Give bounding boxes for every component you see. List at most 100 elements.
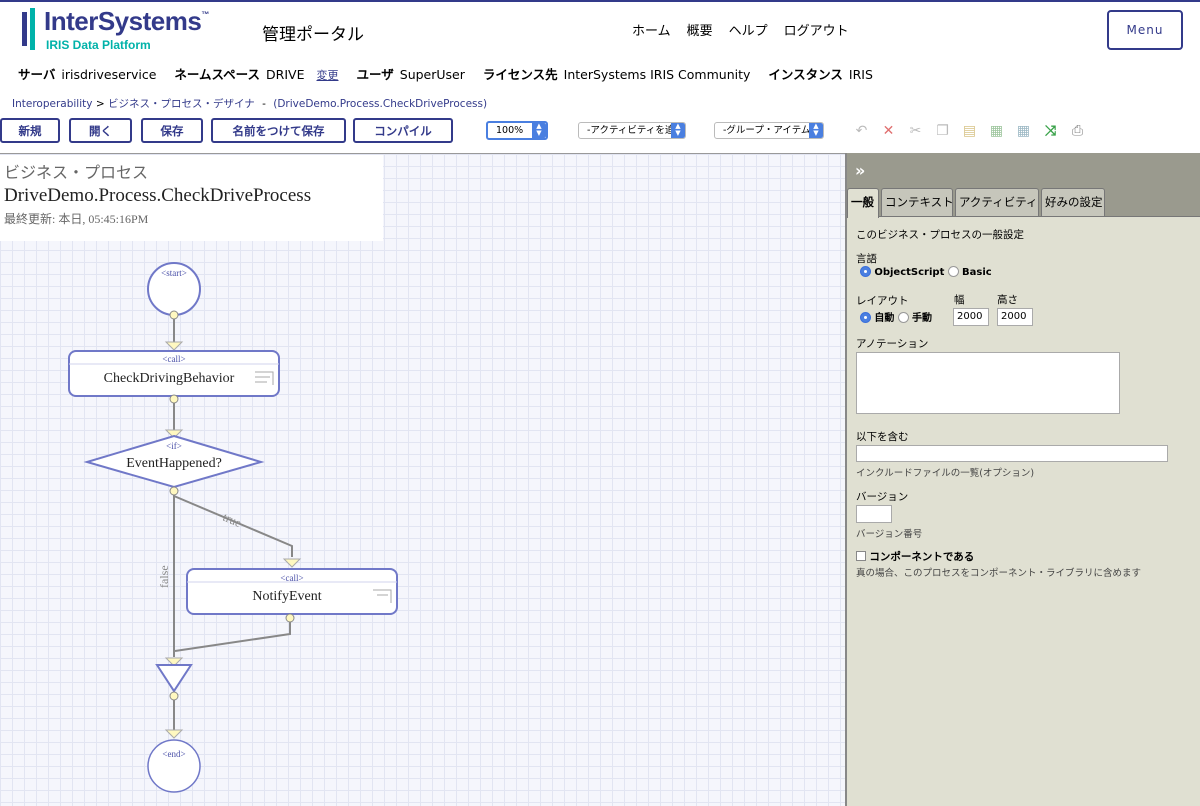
nav-home[interactable]: ホーム xyxy=(632,24,671,39)
print-icon[interactable]: ⎙ xyxy=(1071,122,1084,139)
nav-overview[interactable]: 概要 xyxy=(686,24,713,39)
start-node[interactable]: <start> xyxy=(147,262,201,316)
last-updated: 最終更新: 本日, 05:45:16PM xyxy=(4,212,149,226)
group-icon[interactable]: ▦ xyxy=(989,122,1004,139)
namespace-label: ネームスペース xyxy=(174,67,261,82)
compile-button[interactable]: コンパイル xyxy=(353,118,453,143)
process-info: ビジネス・プロセス DriveDemo.Process.CheckDrivePr… xyxy=(0,155,383,241)
includes-hint: インクルードファイルの一覧(オプション) xyxy=(856,468,1035,479)
breadcrumb-page[interactable]: ビジネス・プロセス・デザイナ xyxy=(107,98,255,110)
breadcrumb-item: (DriveDemo.Process.CheckDriveProcess) xyxy=(273,98,488,110)
if-in-port[interactable] xyxy=(164,429,184,439)
includes-label: 以下を含む xyxy=(856,431,909,443)
save-as-button[interactable]: 名前をつけて保存 xyxy=(211,118,346,143)
tab-activity[interactable]: アクティビティ xyxy=(955,188,1039,216)
new-button[interactable]: 新規 xyxy=(0,118,60,143)
connectors xyxy=(173,314,293,730)
license-value: InterSystems IRIS Community xyxy=(563,67,751,82)
ungroup-icon[interactable]: ▦ xyxy=(1016,122,1031,139)
component-label: コンポーネントである xyxy=(869,551,975,563)
breadcrumb-dash: - xyxy=(262,98,266,110)
instance-label: インスタンス xyxy=(768,67,843,82)
component-checkbox[interactable] xyxy=(856,551,866,561)
sync-call-icon xyxy=(255,371,274,385)
tab-context[interactable]: コンテキスト xyxy=(881,188,954,216)
call-check-driving-behavior[interactable]: <call> CheckDrivingBehavior xyxy=(68,350,280,397)
delete-icon[interactable]: ✕ xyxy=(882,122,895,139)
end-in-port[interactable] xyxy=(164,729,184,739)
change-namespace-link[interactable]: 変更 xyxy=(316,69,339,82)
group-stepper-icon: ▲▼ xyxy=(809,123,823,138)
layout-options: 自動 手動 xyxy=(860,309,932,324)
end-node[interactable]: <end> xyxy=(147,739,201,793)
nav-help[interactable]: ヘルプ xyxy=(728,24,768,39)
height-input[interactable]: 2000 xyxy=(997,308,1033,326)
group-item-value: -グループ・アイテム- xyxy=(723,125,814,136)
arrange-icon[interactable]: ⤨ xyxy=(1044,122,1057,139)
portal-title: 管理ポータル xyxy=(262,25,364,45)
width-label: 幅 xyxy=(954,294,965,306)
call-notify-event[interactable]: <call> NotifyEvent xyxy=(186,568,398,615)
join-in-port[interactable] xyxy=(164,657,184,667)
diagram-canvas[interactable]: ビジネス・プロセス DriveDemo.Process.CheckDrivePr… xyxy=(0,153,845,806)
copy-icon[interactable]: ❐ xyxy=(936,122,949,139)
group-item-select[interactable]: -グループ・アイテム- ▲▼ xyxy=(714,122,824,139)
call2-in-port[interactable] xyxy=(282,558,302,568)
version-input[interactable] xyxy=(856,505,892,523)
panel-header xyxy=(847,153,1200,187)
language-basic-radio[interactable] xyxy=(947,266,959,277)
logo-mark-icon xyxy=(22,8,35,50)
namespace-value: DRIVE xyxy=(266,67,305,82)
intersystems-logo[interactable]: InterSystems™ IRIS Data Platform xyxy=(22,6,222,54)
layout-label: レイアウト xyxy=(856,295,909,307)
save-button[interactable]: 保存 xyxy=(141,118,203,143)
menu-button[interactable]: Menu xyxy=(1107,10,1183,50)
version-hint: バージョン番号 xyxy=(856,529,923,540)
undo-icon[interactable]: ↶ xyxy=(855,122,868,139)
collapse-panel-icon[interactable]: » xyxy=(855,161,866,180)
breadcrumb-separator: > xyxy=(95,98,105,110)
layout-manual-radio[interactable] xyxy=(897,312,909,323)
process-name: DriveDemo.Process.CheckDriveProcess xyxy=(4,185,312,206)
logo-subtitle: IRIS Data Platform xyxy=(46,38,151,52)
component-hint: 真の場合、このプロセスをコンポーネント・ライブラリに含めます xyxy=(856,568,1142,579)
add-activity-select[interactable]: -アクティビティを追加- ▲▼ xyxy=(578,122,686,139)
if-event-happened[interactable]: <if> EventHappened? xyxy=(83,434,265,489)
false-branch-label: false xyxy=(157,565,171,588)
includes-input[interactable] xyxy=(856,445,1168,462)
join-out-port[interactable] xyxy=(169,691,179,701)
start-tag: <start> xyxy=(161,268,187,278)
info-bar: サーバ irisdriveservice ネームスペース DRIVE 変更 ユー… xyxy=(18,64,891,83)
settings-panel: » 一般 コンテキスト アクティビティ 好みの設定 このビジネス・プロセスの一般… xyxy=(845,153,1200,806)
server-value: irisdriveservice xyxy=(61,67,157,82)
if-tag: <if> xyxy=(166,441,182,451)
call2-out-port[interactable] xyxy=(285,613,295,623)
nav-logout[interactable]: ログアウト xyxy=(783,24,849,39)
call1-out-port[interactable] xyxy=(169,394,179,404)
breadcrumb: Interoperability > ビジネス・プロセス・デザイナ - (Dri… xyxy=(12,96,487,111)
component-row: コンポーネントである xyxy=(856,549,974,564)
width-input[interactable]: 2000 xyxy=(953,308,989,326)
language-objectscript-radio[interactable] xyxy=(860,266,871,277)
user-label: ユーザ xyxy=(356,67,394,82)
join-node[interactable] xyxy=(155,664,193,693)
layout-auto-radio[interactable] xyxy=(860,312,871,323)
zoom-stepper-icon: ▲▼ xyxy=(532,123,546,138)
open-button[interactable]: 開く xyxy=(69,118,132,143)
if-out-port[interactable] xyxy=(169,486,179,496)
add-activity-value: -アクティビティを追加- xyxy=(587,125,686,136)
call2-name: NotifyEvent xyxy=(252,589,321,604)
breadcrumb-root[interactable]: Interoperability xyxy=(12,98,93,110)
call1-in-port[interactable] xyxy=(164,341,184,351)
version-label: バージョン xyxy=(856,491,909,503)
cut-icon[interactable]: ✂ xyxy=(909,122,922,139)
language-options: ObjectScript Basic xyxy=(860,266,992,278)
tab-preferences[interactable]: 好みの設定 xyxy=(1041,188,1105,216)
start-out-port[interactable] xyxy=(169,310,179,320)
paste-icon[interactable]: ▤ xyxy=(962,122,977,139)
annotation-textarea[interactable] xyxy=(856,352,1120,414)
panel-tabs: 一般 コンテキスト アクティビティ 好みの設定 xyxy=(847,187,1200,218)
zoom-select[interactable]: 100% ▲▼ xyxy=(486,121,548,140)
tab-general[interactable]: 一般 xyxy=(847,188,879,218)
logo-text: InterSystems™ xyxy=(44,6,209,36)
